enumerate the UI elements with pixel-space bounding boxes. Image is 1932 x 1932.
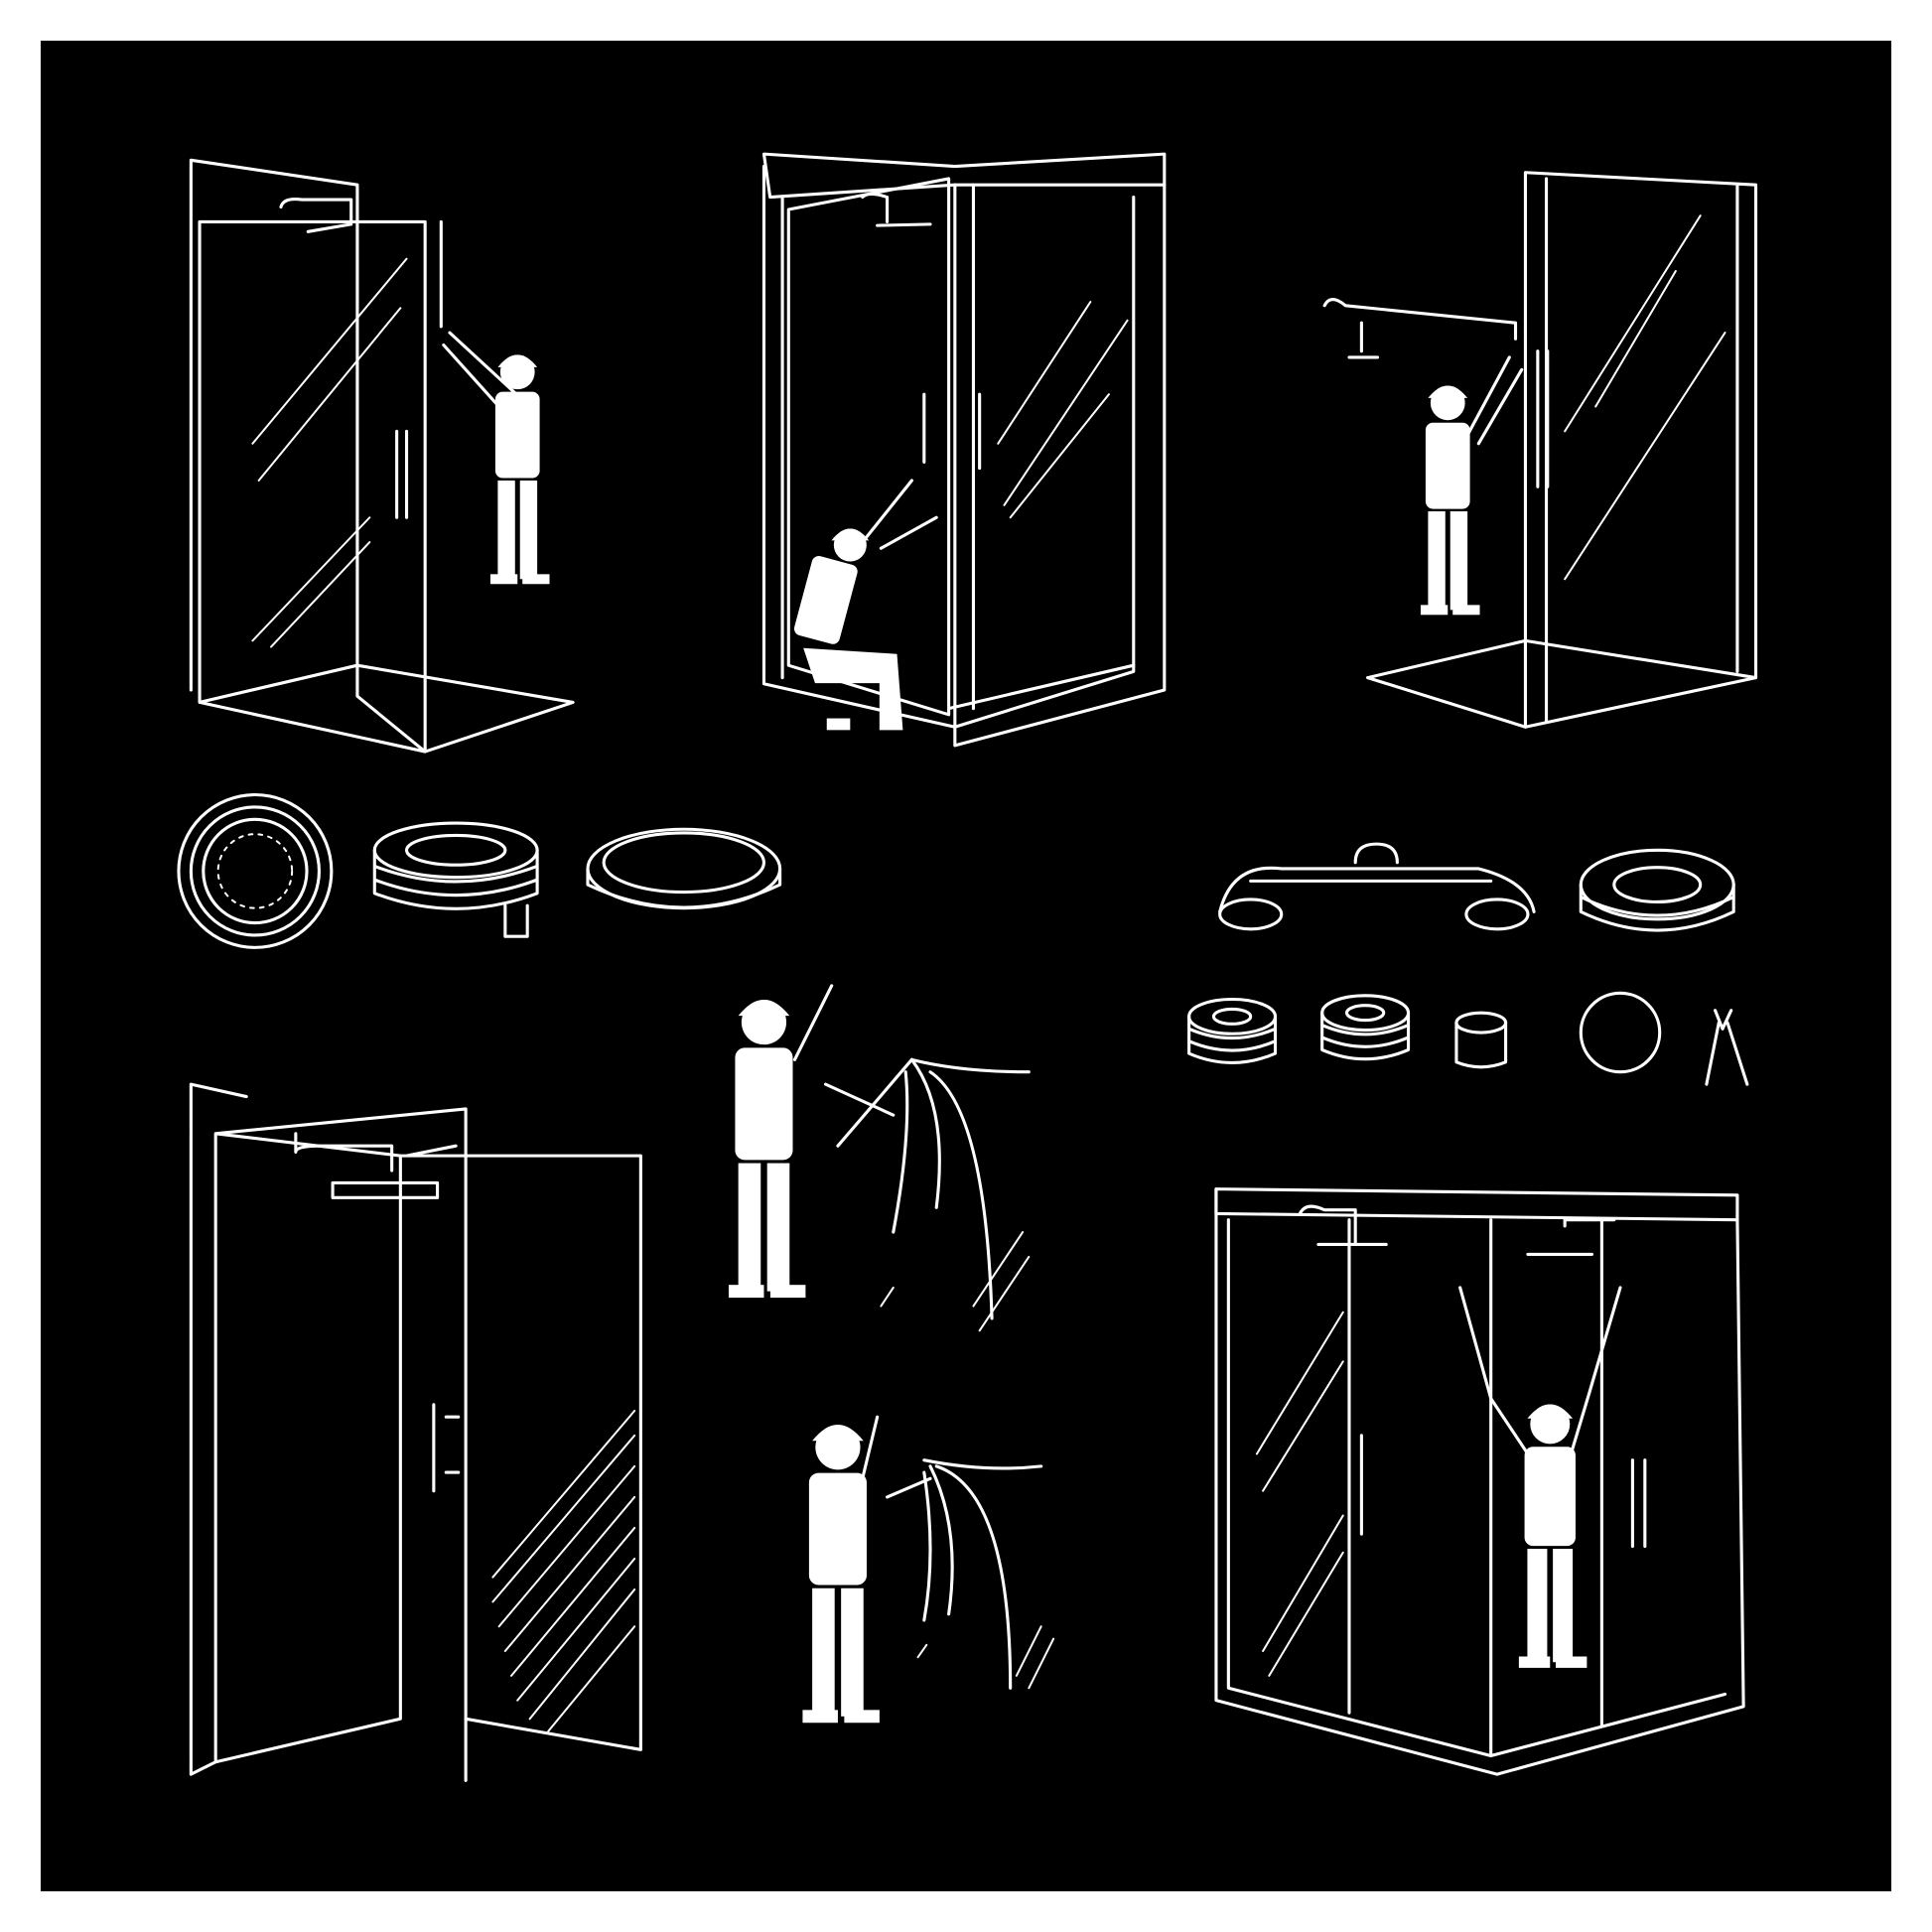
tape-roll-part xyxy=(1579,848,1735,932)
scene-shower-install-1 xyxy=(189,158,575,754)
parts-group-right xyxy=(1187,842,1749,1086)
o-ring-part xyxy=(1579,991,1662,1074)
black-panel xyxy=(40,40,1892,1892)
washer-stack-part-1 xyxy=(1187,997,1278,1064)
pliers-icon xyxy=(1705,1009,1749,1086)
scene-shower-door xyxy=(189,1082,642,1782)
scene-corner-enclosure xyxy=(1214,1187,1745,1776)
round-shower-head-part xyxy=(177,792,334,949)
scene-hose-worker-2 xyxy=(802,1415,1055,1724)
seal-ring-part xyxy=(586,827,782,910)
scene-hose-worker-1 xyxy=(728,984,1031,1332)
worker-figure-crouching xyxy=(793,528,903,731)
parts-group-left xyxy=(177,792,782,949)
washer-stack-part-2 xyxy=(1320,994,1411,1061)
gasket-ring-part xyxy=(372,821,539,938)
scene-shower-install-2 xyxy=(761,152,1167,748)
scene-shower-install-3 xyxy=(1322,171,1758,729)
grab-handle-part xyxy=(1218,842,1536,931)
cylinder-fitting-part xyxy=(1454,1011,1508,1069)
